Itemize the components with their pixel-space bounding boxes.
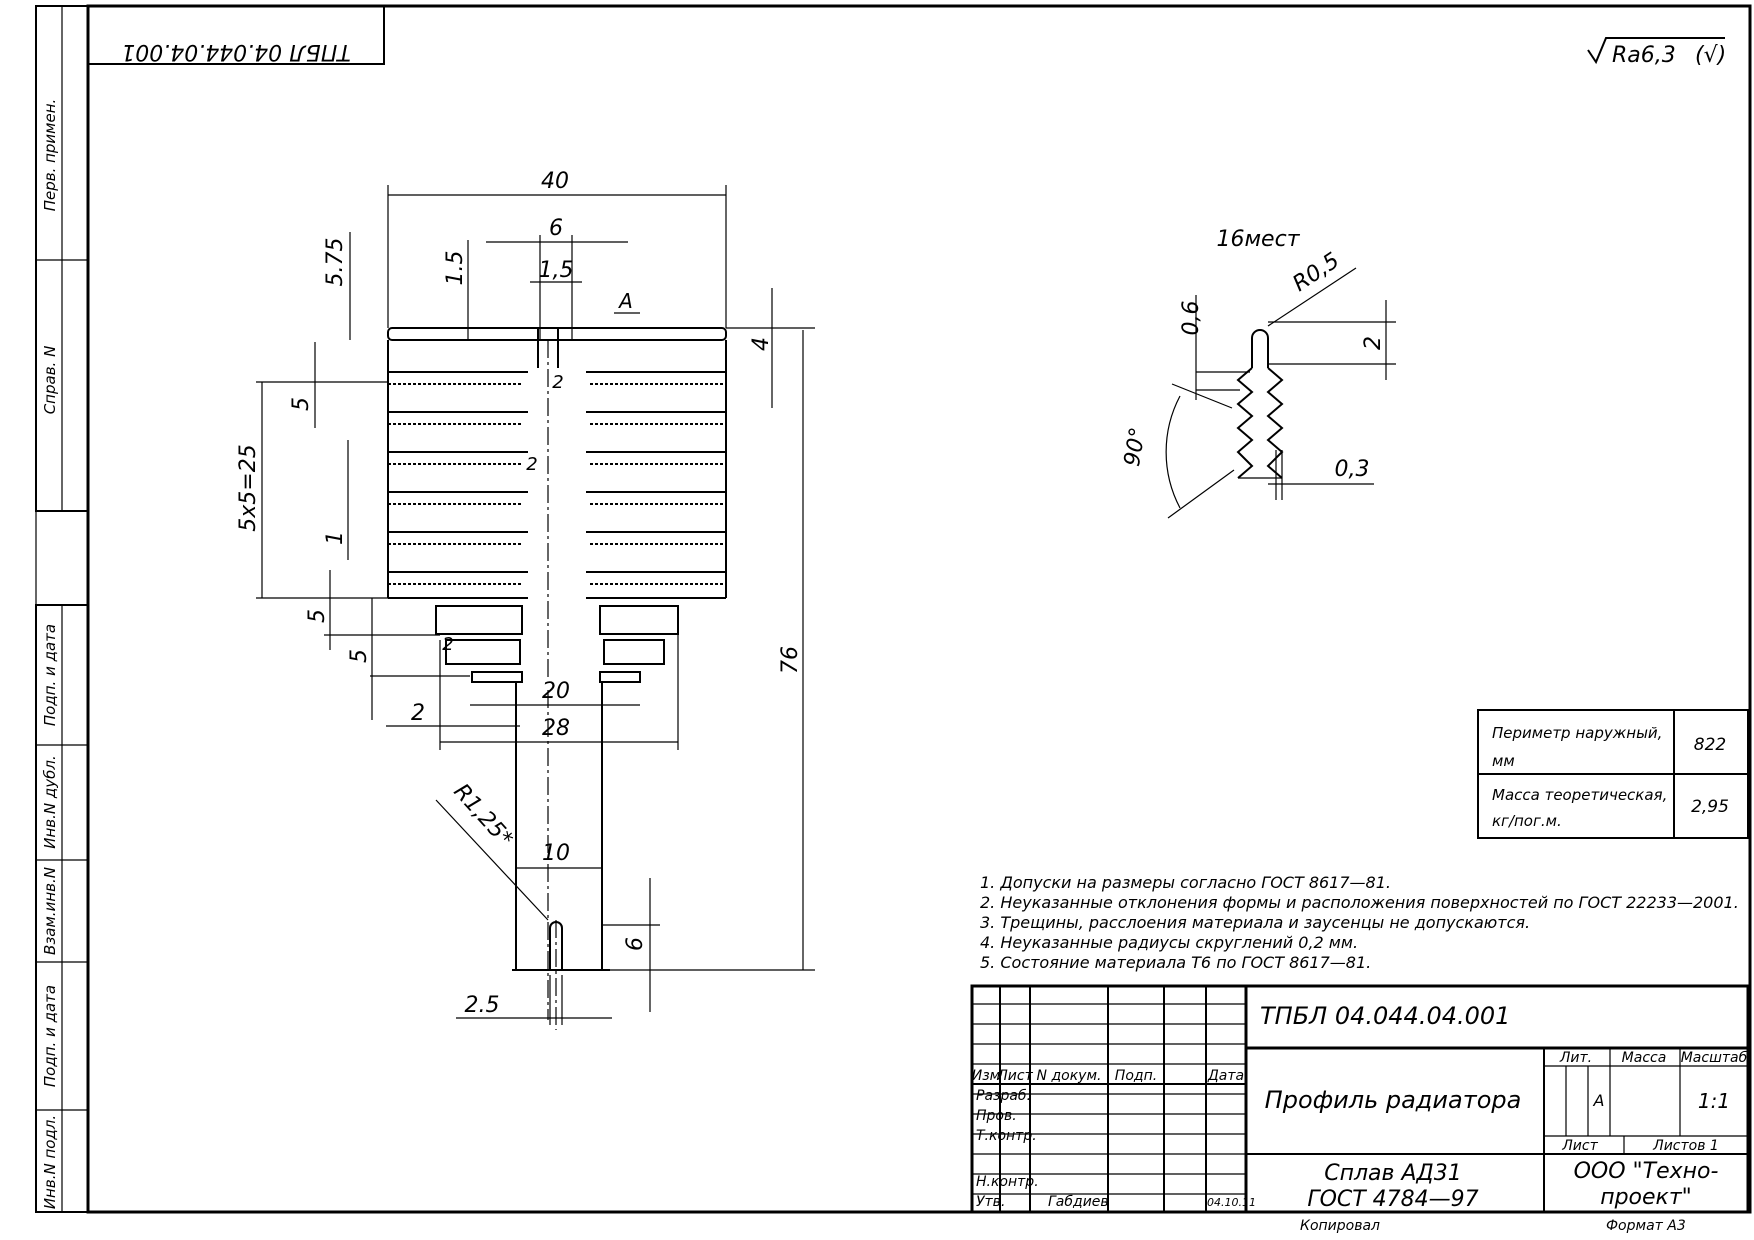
tb-org-2: проект"	[1600, 1185, 1692, 1210]
dim-6-bot: 6	[623, 937, 648, 951]
tb-massa: Масса	[1622, 1050, 1667, 1066]
footer-format: Формат А3	[1606, 1218, 1686, 1234]
side-label-vzam-inv: Взам.инв.N	[41, 867, 59, 955]
side-label-podp-data-2: Подп. и дата	[41, 985, 59, 1087]
dim-76: 76	[778, 646, 803, 674]
tb-col-ndok: N докум.	[1037, 1068, 1102, 1084]
tb-tkontr: Т.контр.	[976, 1128, 1037, 1144]
tb-scale-value: 1:1	[1698, 1089, 1730, 1113]
tb-razrab: Разраб.	[976, 1088, 1031, 1104]
dim-r1-25: R1,25*	[448, 779, 517, 852]
tb-utv-name: Габдиев	[1048, 1194, 1109, 1210]
tb-col-izm: Изм	[972, 1068, 1001, 1084]
tb-utv: Утв.	[976, 1194, 1005, 1210]
dim-1: 1	[323, 531, 348, 545]
side-label-sprav-n: Справ. N	[41, 346, 59, 415]
tb-sheets: Листов 1	[1652, 1138, 1719, 1154]
side-label-podp-data-1: Подп. и дата	[41, 624, 59, 726]
outer-frame	[35, 5, 1751, 1213]
technical-notes: 1. Допуски на размеры согласно ГОСТ 8617…	[980, 873, 1739, 972]
detail-0-3: 0,3	[1335, 457, 1370, 482]
side-label-inv-dubl: Инв.N дубл.	[41, 755, 59, 848]
note-2: 2. Неуказанные отклонения формы и распол…	[980, 893, 1739, 912]
side-label-perv-primen: Перв. примен.	[41, 99, 59, 212]
dim-1-5-side: 1.5	[443, 251, 468, 286]
tb-designation: ТПБЛ 04.044.04.001	[1260, 1002, 1510, 1030]
inner-frame	[86, 4, 1752, 1214]
tb-sheet: Лист	[1561, 1138, 1598, 1154]
dim-5x5-25: 5x5=25	[236, 444, 261, 531]
dim-5-75: 5.75	[323, 238, 348, 287]
dim-2-5: 2.5	[465, 993, 500, 1018]
props-mass-value: 2,95	[1691, 797, 1729, 817]
dim-20: 20	[542, 679, 570, 704]
tb-col-data: Дата	[1207, 1068, 1244, 1084]
dim-6-top: 6	[549, 216, 563, 241]
title-block: Изм Лист N докум. Подп. Дата Разраб. Про…	[970, 984, 1750, 1214]
tb-material-1: Сплав АД31	[1324, 1161, 1461, 1186]
tb-lit: Лит.	[1559, 1050, 1592, 1066]
properties-table: Периметр наружный, мм 822 Масса теоретич…	[1477, 709, 1749, 839]
detail-2: 2	[1361, 336, 1386, 350]
tb-col-podp: Подп.	[1115, 1068, 1157, 1084]
detail-view-a: 16мест R0,5 0,6 2 90° 0,3	[1120, 227, 1396, 519]
roughness-sign: Ra6,3 (√)	[1587, 37, 1726, 68]
note-5: 5. Состояние материала Т6 по ГОСТ 8617—8…	[980, 953, 1371, 972]
tb-col-list: Лист	[996, 1068, 1033, 1084]
footer-copied: Копировал	[1300, 1218, 1380, 1234]
note-4: 4. Неуказанные радиусы скруглений 0,2 мм…	[980, 933, 1358, 952]
top-stamp-text: ТПБЛ 04.044.04.001	[121, 39, 351, 64]
dim-small-2-a: 2	[552, 372, 563, 393]
dim-small-2-b: 2	[526, 454, 537, 475]
radiator-profile	[387, 327, 727, 1030]
props-mass-label-1: Масса теоретическая,	[1492, 786, 1667, 804]
detail-places: 16мест	[1216, 227, 1300, 252]
detail-0-6: 0,6	[1179, 301, 1204, 336]
svg-text:Ra6,3: Ra6,3	[1612, 43, 1676, 68]
dim-5-b: 5	[305, 609, 330, 623]
props-perimeter-label-2: мм	[1492, 752, 1515, 770]
note-1: 1. Допуски на размеры согласно ГОСТ 8617…	[980, 873, 1391, 892]
tb-utv-date: 04.10.11	[1207, 1196, 1256, 1209]
props-perimeter-label-1: Периметр наружный,	[1492, 724, 1662, 742]
detail-r0-5: R0,5	[1289, 248, 1345, 297]
section-letter-a: A	[617, 289, 633, 313]
dim-5-a: 5	[289, 397, 314, 411]
dim-4: 4	[749, 337, 774, 351]
tb-part-name: Профиль радиатора	[1265, 1086, 1522, 1114]
note-3: 3. Трещины, расслоения материала и заусе…	[980, 913, 1530, 932]
detail-angle: 90°	[1120, 425, 1151, 468]
dim-40: 40	[541, 169, 569, 194]
tb-material-2: ГОСТ 4784—97	[1307, 1187, 1478, 1212]
props-mass-label-2: кг/пог.м.	[1492, 812, 1562, 830]
props-perimeter-value: 822	[1694, 735, 1726, 755]
left-side-column: Перв. примен. Справ. N Подп. и дата Инв.…	[35, 5, 89, 1213]
side-label-inv-podl: Инв.N подл.	[41, 1115, 59, 1209]
tb-nkontr: Н.контр.	[976, 1174, 1039, 1190]
tb-org-1: ООО "Техно-	[1574, 1159, 1719, 1184]
tb-prov: Пров.	[976, 1108, 1017, 1124]
tb-lit-value: А	[1593, 1091, 1605, 1110]
dim-10: 10	[542, 841, 570, 866]
dim-2-left: 2	[411, 701, 425, 726]
dim-5-c: 5	[347, 649, 372, 663]
dim-28: 28	[542, 716, 570, 741]
svg-text:(√): (√)	[1695, 43, 1726, 68]
dim-1-5-top: 1,5	[539, 258, 574, 283]
tb-masshtab: Масштаб	[1681, 1050, 1748, 1066]
dim-small-2-c: 2	[442, 634, 453, 655]
